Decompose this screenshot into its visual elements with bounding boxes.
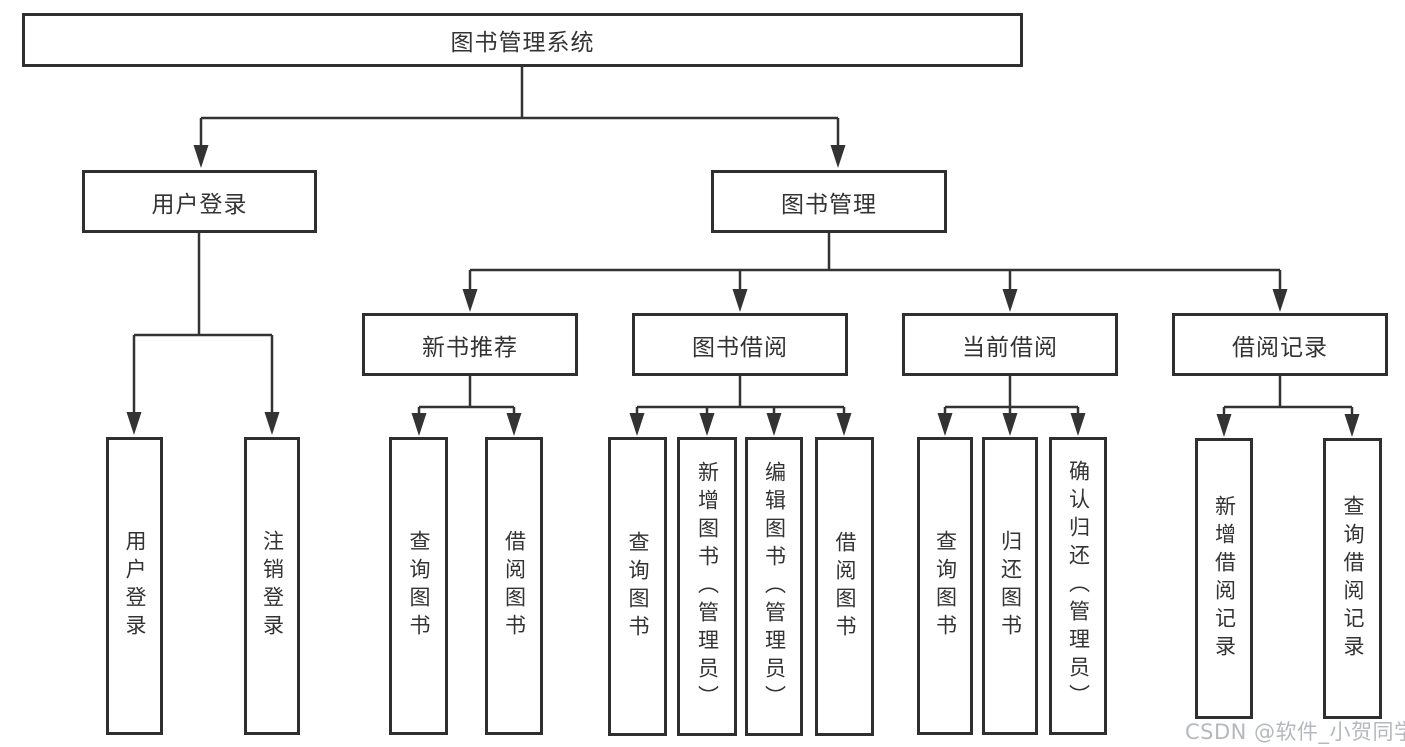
leaf-confirm-return-admin: 确认归还（管理员）: [1049, 437, 1107, 735]
connector-current-borrow: [943, 376, 1080, 415]
arrow-down-icon: [1002, 413, 1018, 436]
node-book-management-branch: 图书管理: [711, 170, 947, 233]
arrow-down-icon: [1344, 414, 1360, 437]
leaf-borrow-books-2: 借阅图书: [815, 437, 874, 736]
arrow-down-icon: [766, 413, 782, 436]
arrowheads: [126, 145, 1360, 437]
arrow-down-icon: [1002, 289, 1018, 312]
node-new-book-recommend: 新书推荐: [362, 313, 578, 376]
leaf-logout: 注销登录: [244, 437, 300, 735]
leaf-query-books-1: 查询图书: [389, 437, 448, 735]
arrow-down-icon: [506, 413, 522, 436]
leaf-query-borrow-record: 查询借阅记录: [1323, 438, 1382, 719]
connector-borrow-records: [1222, 376, 1354, 416]
leaf-add-borrow-record: 新增借阅记录: [1195, 438, 1253, 719]
connector-book-borrow: [635, 376, 846, 415]
leaf-query-books-2: 查询图书: [608, 437, 667, 736]
arrow-down-icon: [462, 289, 478, 312]
leaf-return-books: 归还图书: [982, 437, 1038, 735]
arrow-down-icon: [1070, 413, 1086, 436]
arrow-down-icon: [732, 289, 748, 312]
node-book-borrow: 图书借阅: [632, 313, 848, 376]
leaf-query-books-3: 查询图书: [917, 437, 973, 735]
connector-book-mgmt: [468, 233, 1282, 291]
node-borrow-records: 借阅记录: [1172, 313, 1388, 376]
arrow-down-icon: [1272, 289, 1288, 312]
leaf-borrow-books-1: 借阅图书: [485, 437, 543, 735]
arrow-down-icon: [629, 413, 645, 436]
leaf-edit-books-admin: 编辑图书（管理员）: [745, 437, 803, 736]
arrow-down-icon: [830, 145, 846, 168]
leaf-user-login: 用户登录: [106, 437, 163, 735]
arrow-down-icon: [836, 413, 852, 436]
node-user-login-branch: 用户登录: [82, 170, 317, 233]
arrow-down-icon: [937, 413, 953, 436]
connector-user-login: [132, 233, 274, 414]
node-library-management-system: 图书管理系统: [22, 13, 1023, 67]
node-current-borrow: 当前借阅: [902, 313, 1118, 376]
arrow-down-icon: [699, 413, 715, 436]
arrow-down-icon: [1216, 414, 1232, 437]
csdn-watermark: CSDN @软件_小贺同学: [1185, 720, 1405, 744]
arrow-down-icon: [126, 412, 142, 435]
leaf-add-books-admin: 新增图书（管理员）: [677, 437, 737, 736]
arrow-down-icon: [411, 413, 427, 436]
arrow-down-icon: [264, 412, 280, 435]
arrow-down-icon: [193, 145, 209, 168]
connector-root: [199, 67, 840, 147]
connector-new-book: [417, 376, 516, 415]
